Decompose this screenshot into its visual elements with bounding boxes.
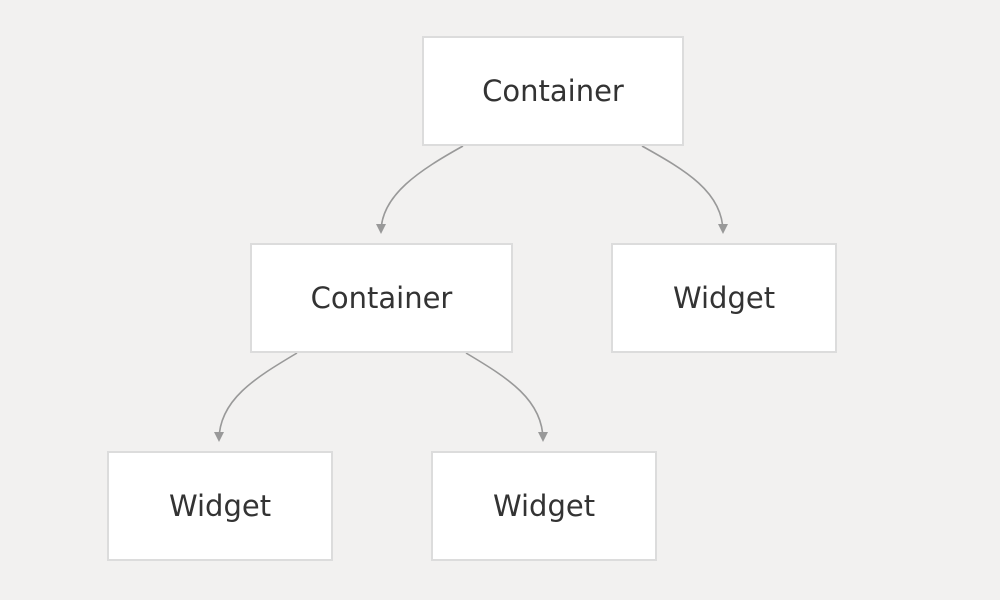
node-label: Container (482, 74, 624, 108)
edge-root-to-widget-right (641, 145, 728, 234)
edge-root-to-mid (376, 145, 464, 234)
edge-mid-to-widget-bottom-left (214, 352, 298, 442)
node-label: Widget (168, 489, 272, 523)
node-label: Widget (492, 489, 596, 523)
edge-mid-to-widget-bottom-mid (465, 352, 548, 442)
node-container-root: Container (422, 36, 684, 146)
node-container-child: Container (250, 243, 513, 353)
node-widget-right: Widget (611, 243, 837, 353)
node-label: Widget (672, 281, 776, 315)
node-widget-bottom-left: Widget (107, 451, 333, 561)
node-label: Container (310, 281, 453, 315)
node-widget-bottom-mid: Widget (431, 451, 657, 561)
